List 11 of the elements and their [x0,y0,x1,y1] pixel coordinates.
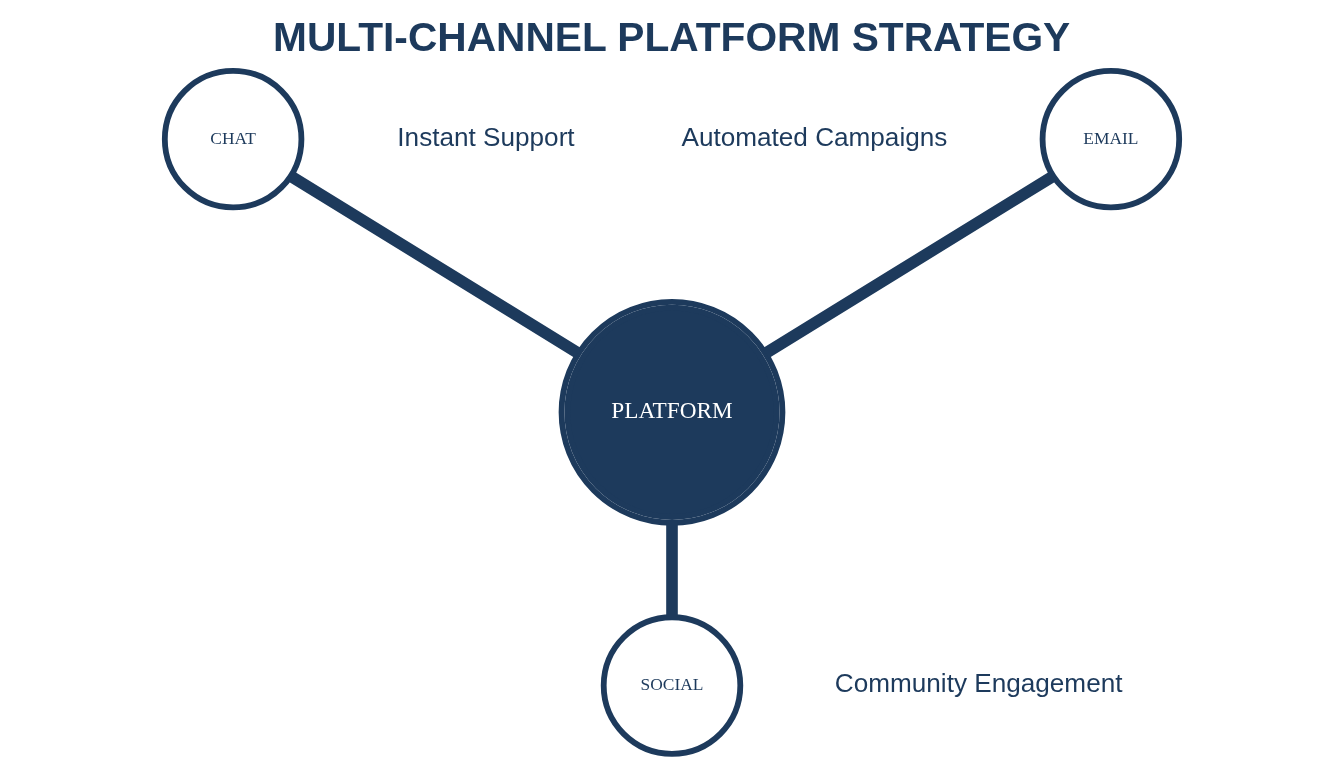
node-label: Instant Support [397,121,575,152]
node-circle: PLATFORM [558,299,786,526]
node-circle: EMAIL [1039,67,1183,211]
diagram-title: MULTI-CHANNEL PLATFORM STRATEGY [273,14,1071,61]
connector [287,171,582,359]
node-circle: CHAT [161,67,305,211]
connector [762,171,1057,359]
node-label: Automated Campaigns [681,121,948,152]
node-circle: SOCIAL [600,614,744,757]
node-label: Community Engagement [834,667,1123,698]
connector [666,522,678,617]
